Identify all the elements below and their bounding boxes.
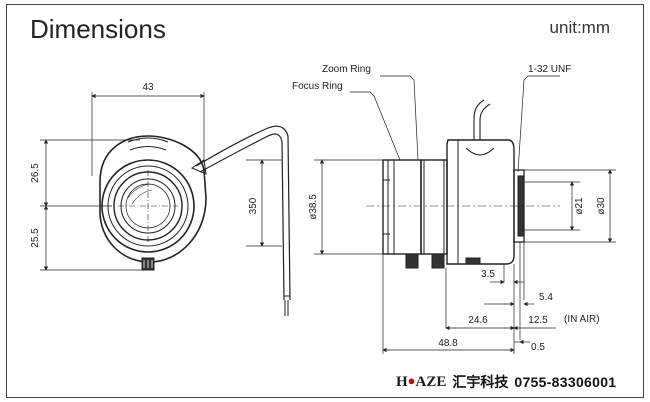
dim-lower-height: 25.5 [30,228,41,248]
page-title: Dimensions [30,14,166,44]
label-zoom-ring: Zoom Ring [322,64,371,75]
dim-mount-inner: ø21 [574,197,585,215]
dim-12-5: 12.5 [528,315,548,326]
dim-48-8: 48.8 [438,338,458,349]
focus-ring [382,159,422,255]
side-dimensions [314,75,616,354]
dim-3-5: 3.5 [481,269,495,280]
dim-cable-length: 350 [248,197,259,214]
company-name: 汇宇科技 [452,374,509,390]
label-in-air: (IN AIR) [564,314,600,325]
label-focus-ring: Focus Ring [292,81,343,92]
dim-mount-outer: ø30 [596,197,607,215]
front-housing [99,135,207,263]
lens-body [446,139,515,265]
dim-0-5: 0.5 [531,342,545,353]
dim-5-4: 5.4 [539,292,553,303]
zoom-screw [431,253,445,269]
front-dimensions [40,92,282,271]
dim-24-6: 24.6 [468,315,488,326]
drawing-frame [6,4,644,398]
footer-contact: H●AZE 汇宇科技 0755-83306001 [396,372,640,392]
unit-label: unit:mm [549,18,610,37]
dim-upper-height: 26.5 [30,163,41,183]
company-logo: H●AZE [396,373,447,390]
zoom-ring [420,159,448,255]
side-view [366,99,560,269]
phone-number: 0755-83306001 [514,374,617,390]
front-view [99,125,291,316]
label-thread: 1-32 UNF [528,64,571,75]
focus-screw [405,253,419,269]
dim-width-43: 43 [142,82,154,93]
front-cable [195,125,291,301]
dim-body-diameter: ø38.5 [308,194,319,220]
